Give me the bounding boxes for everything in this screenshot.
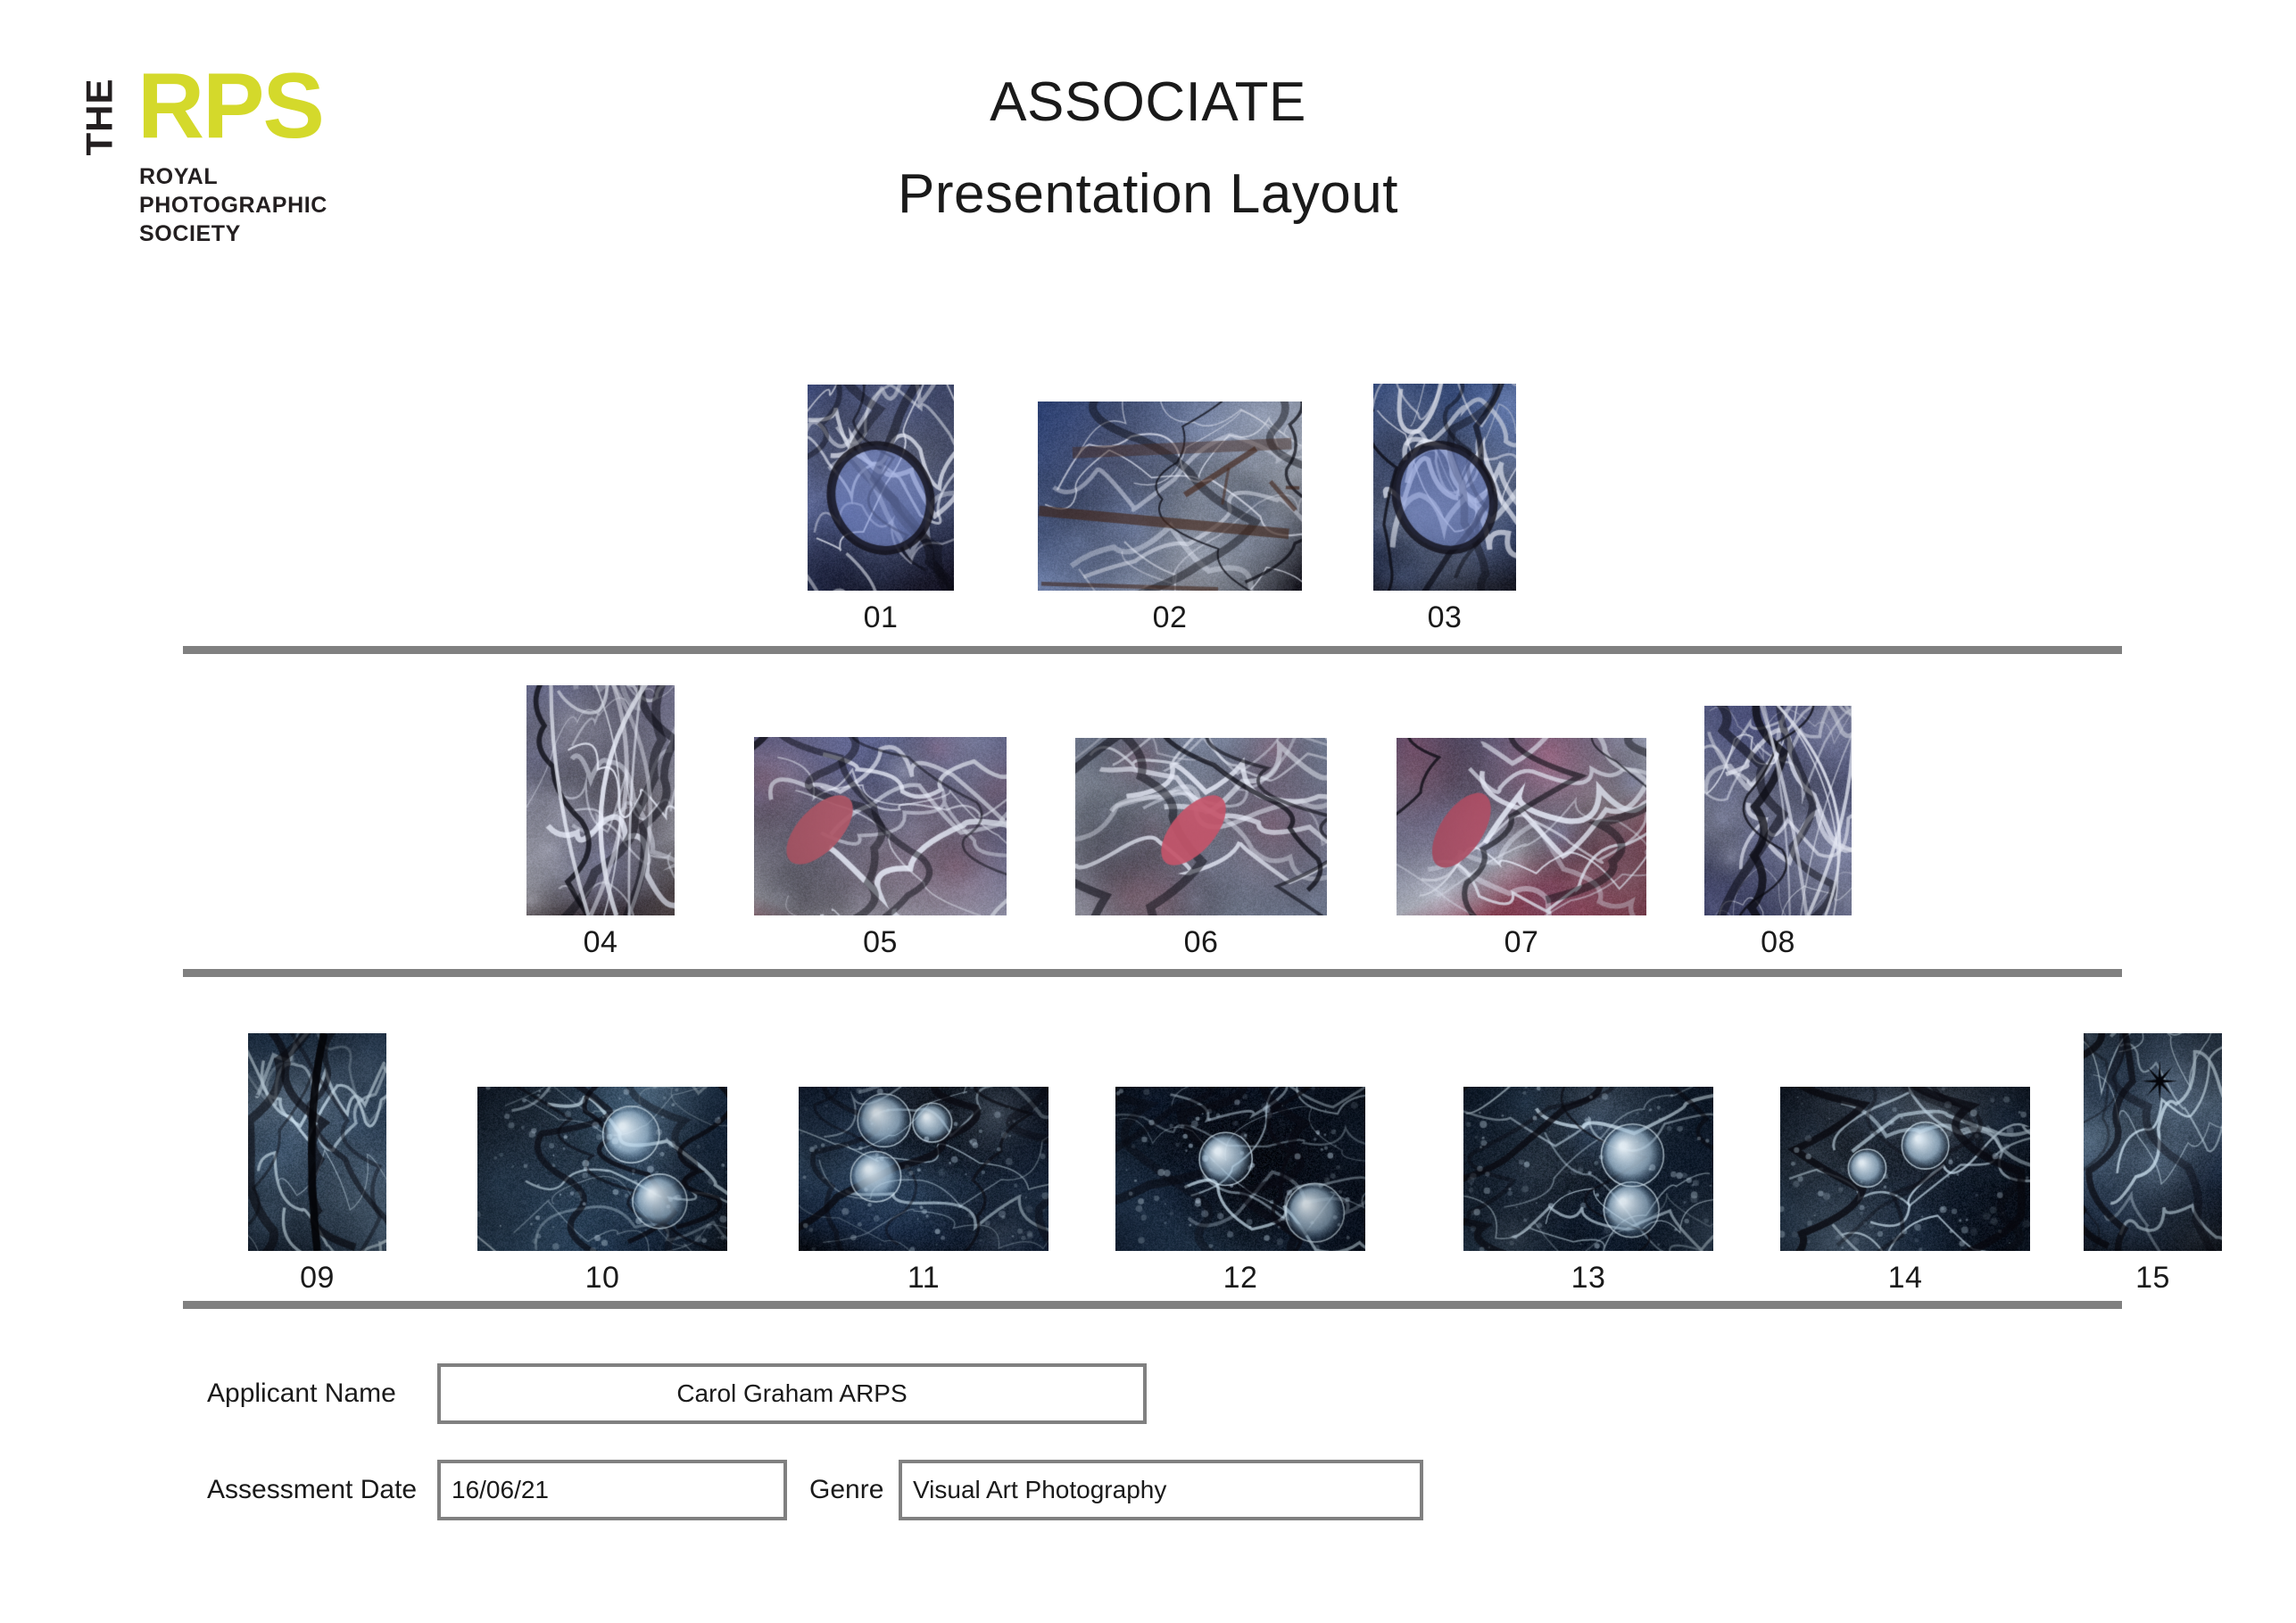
row-separator-3: [183, 1301, 2122, 1309]
panel-caption-02: 02: [1152, 600, 1188, 634]
assessment-date-field[interactable]: 16/06/21: [437, 1460, 787, 1520]
panel-caption-11: 11: [907, 1261, 941, 1295]
row-separator-2: [183, 969, 2122, 977]
assessment-date-label: Assessment Date: [207, 1475, 418, 1504]
panel-caption-01: 01: [863, 600, 899, 634]
panel-image-08[interactable]: [1704, 706, 1852, 915]
panel-caption-08: 08: [1761, 925, 1795, 959]
row-separator-1: [183, 646, 2122, 654]
panel-image-04[interactable]: [526, 685, 675, 915]
panel-caption-06: 06: [1183, 925, 1219, 959]
assessment-row: Assessment Date 16/06/21 Genre Visual Ar…: [207, 1460, 1456, 1520]
panel-image-13[interactable]: [1463, 1087, 1713, 1251]
panel-image-10[interactable]: [477, 1087, 727, 1251]
logo-rps-text: RPS: [137, 54, 325, 158]
panel-image-11[interactable]: [799, 1087, 1049, 1251]
panel-image-14[interactable]: [1780, 1087, 2030, 1251]
panel-image-09[interactable]: [248, 1033, 386, 1251]
panel-caption-14: 14: [1887, 1261, 1923, 1295]
panel-image-03[interactable]: [1373, 384, 1516, 591]
panel-image-05[interactable]: [754, 737, 1007, 915]
panel-caption-15: 15: [2135, 1261, 2170, 1295]
logo-the-text: THE: [78, 78, 120, 156]
genre-label: Genre: [809, 1475, 884, 1504]
panel-image-15[interactable]: [2084, 1033, 2222, 1251]
panel-caption-12: 12: [1223, 1261, 1258, 1295]
panel-image-02[interactable]: [1038, 402, 1302, 591]
panel-caption-05: 05: [863, 925, 898, 959]
panel-image-06[interactable]: [1075, 738, 1327, 915]
applicant-name-label: Applicant Name: [207, 1379, 396, 1408]
applicant-form: Applicant Name Carol Graham ARPS Assessm…: [207, 1363, 1456, 1520]
panel-image-12[interactable]: [1115, 1087, 1365, 1251]
panel-caption-04: 04: [583, 925, 618, 959]
panel-caption-07: 07: [1504, 925, 1539, 959]
panel-image-07[interactable]: [1397, 738, 1646, 915]
panel-caption-13: 13: [1571, 1261, 1606, 1295]
applicant-name-field[interactable]: Carol Graham ARPS: [437, 1363, 1147, 1424]
panel-caption-10: 10: [584, 1261, 620, 1295]
panel-caption-09: 09: [300, 1261, 335, 1295]
panel-image-01[interactable]: [808, 385, 954, 591]
genre-field[interactable]: Visual Art Photography: [899, 1460, 1423, 1520]
panel-caption-03: 03: [1427, 600, 1463, 634]
applicant-name-row: Applicant Name Carol Graham ARPS: [207, 1363, 1456, 1424]
